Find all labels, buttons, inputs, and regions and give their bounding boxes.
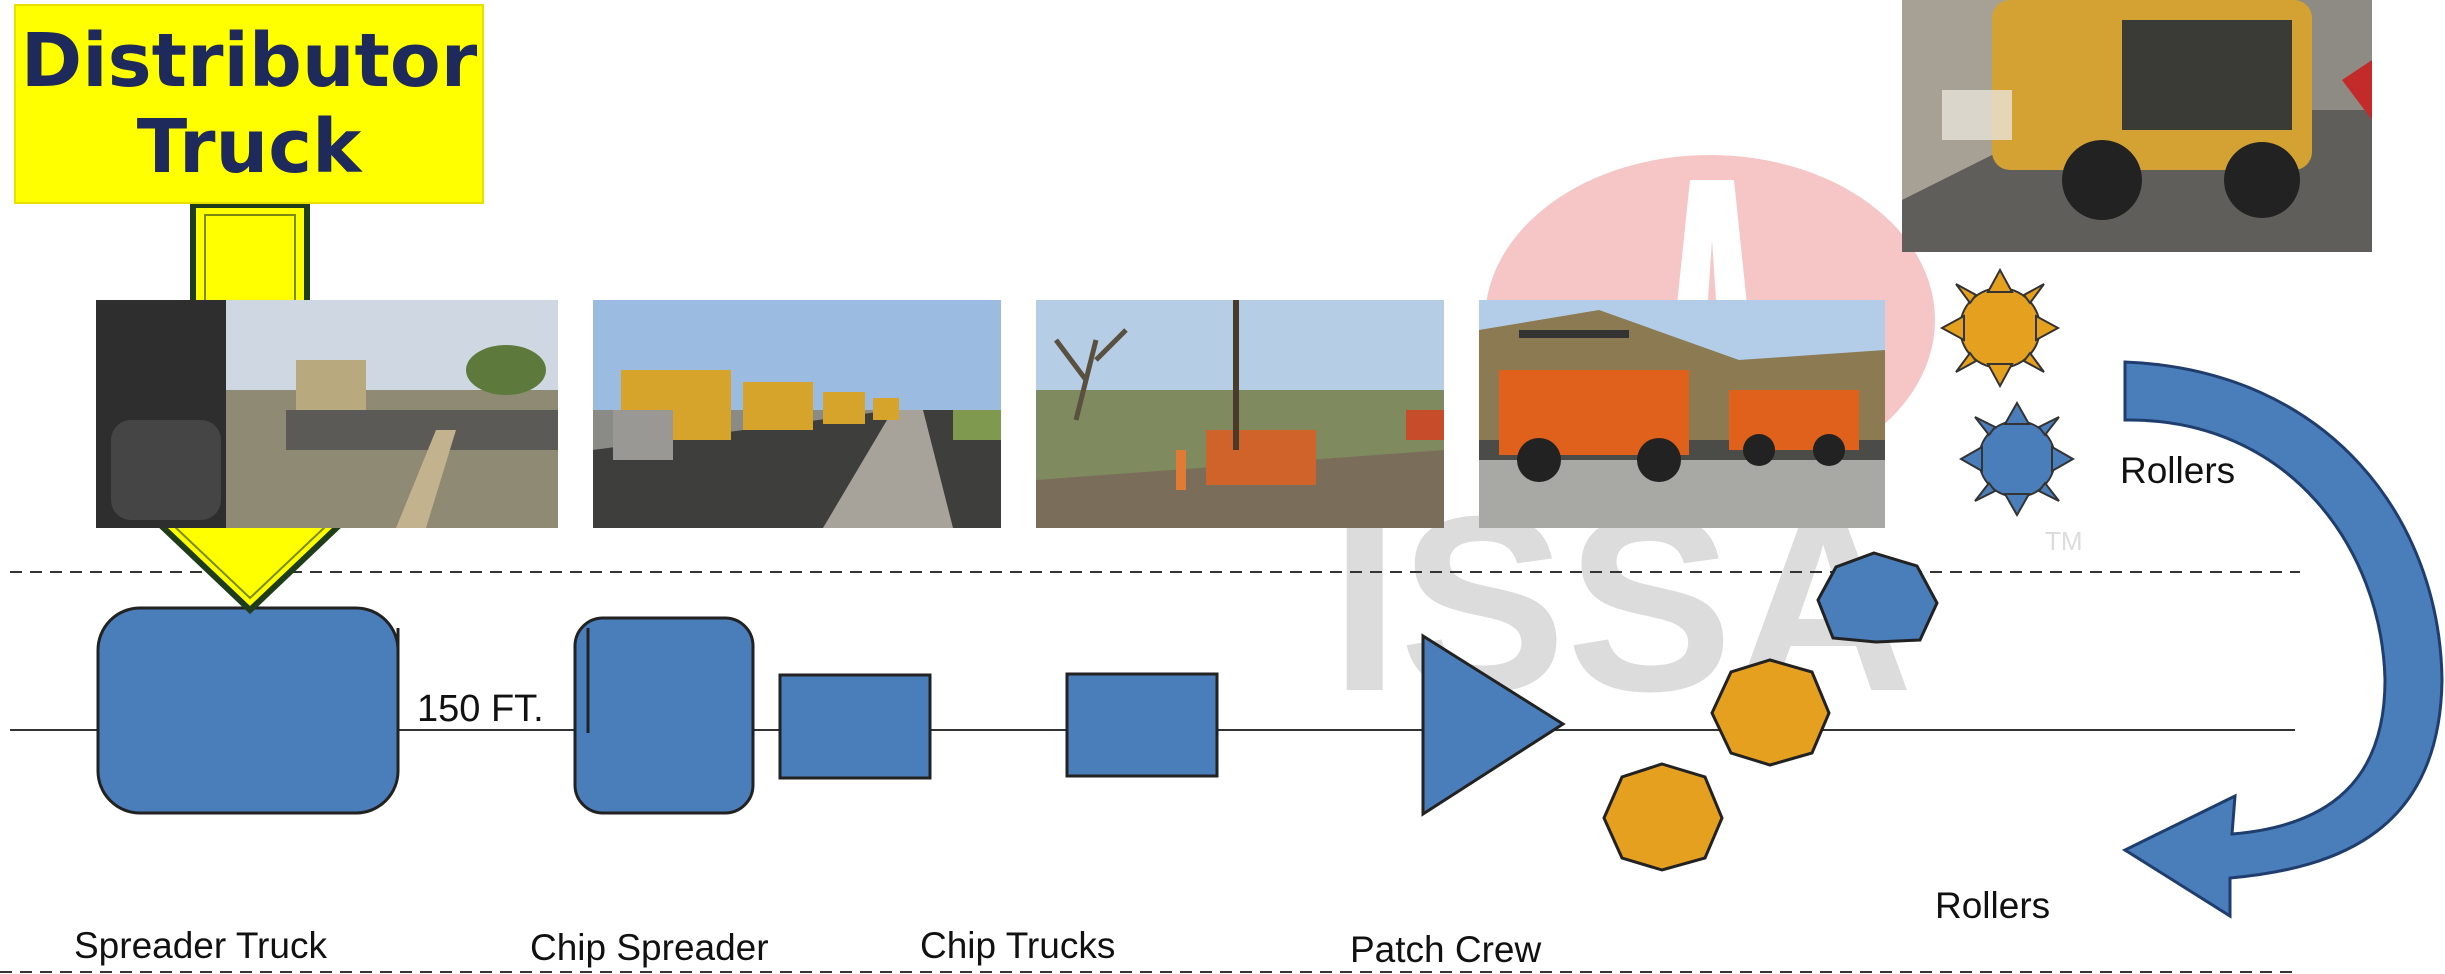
chip-spreader-shape [573, 616, 755, 815]
rollers-top-label: Rollers [2120, 450, 2236, 491]
orange-roller-shape-1 [1710, 658, 1831, 767]
rollers-bottom-label: Rollers [1935, 885, 2051, 926]
patch-crew-triangle [1421, 633, 1566, 817]
watermark-tm: TM [2045, 526, 2083, 556]
distributor-truck-shape [96, 606, 400, 815]
distributor-truck-callout: Distributor Truck [14, 4, 484, 204]
chip-spreader-hopper-shape [778, 673, 932, 780]
u-turn-arrow [2121, 360, 2444, 919]
rollers-photo [1479, 300, 1885, 528]
chip-trucks-photo [593, 300, 1001, 528]
blue-sun-icon [1958, 400, 2076, 518]
spreader-truck-label: Spreader Truck [74, 925, 327, 966]
distributor-photo [96, 300, 558, 528]
chip-truck-shape [1065, 672, 1219, 778]
blue-roller-shape [1816, 551, 1939, 644]
distance-label: 150 FT. [417, 688, 544, 730]
orange-sun-icon [1939, 267, 2061, 389]
patch-crew-label: Patch Crew [1350, 929, 1542, 970]
chip-spreader-label: Chip Spreader [530, 927, 769, 968]
chip-trucks-label: Chip Trucks [920, 925, 1116, 966]
callout-title: Distributor Truck [20, 18, 478, 190]
orange-roller-shape-2 [1602, 762, 1724, 872]
patch-crew-photo [1036, 300, 1444, 528]
sweeper-photo [1902, 0, 2372, 252]
